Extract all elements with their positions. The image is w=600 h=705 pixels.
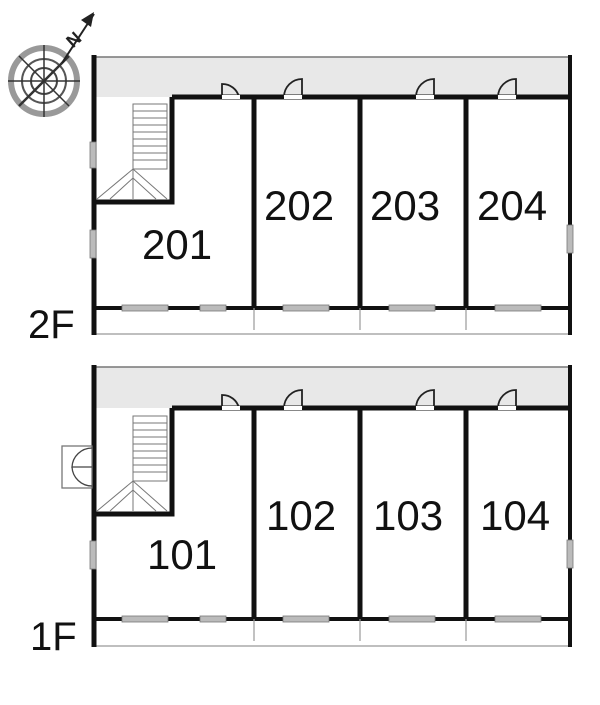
entrance-door-icon bbox=[61, 445, 93, 489]
room-102-label: 102 bbox=[266, 492, 336, 539]
room-103-label: 103 bbox=[373, 492, 443, 539]
room-201-label: 201 bbox=[142, 221, 212, 268]
compass-icon bbox=[8, 12, 95, 117]
stairs-1f bbox=[96, 415, 168, 512]
room-104-label: 104 bbox=[480, 492, 550, 539]
floor-1f: 101 102 103 104 1F bbox=[30, 365, 574, 659]
room-204-label: 204 bbox=[477, 182, 547, 229]
floor-2f-label: 2F bbox=[28, 303, 75, 347]
floor-1f-label: 1F bbox=[30, 615, 77, 659]
room-101-label: 101 bbox=[147, 531, 217, 578]
corridor-1f bbox=[92, 367, 571, 408]
room-203-label: 203 bbox=[370, 182, 440, 229]
stairs-2f bbox=[96, 103, 168, 200]
floor-2f: 201 202 203 204 2F bbox=[28, 55, 574, 347]
doors-2f bbox=[221, 78, 517, 99]
corridor-2f bbox=[92, 57, 571, 97]
doors-1f bbox=[221, 389, 517, 410]
room-202-label: 202 bbox=[264, 182, 334, 229]
